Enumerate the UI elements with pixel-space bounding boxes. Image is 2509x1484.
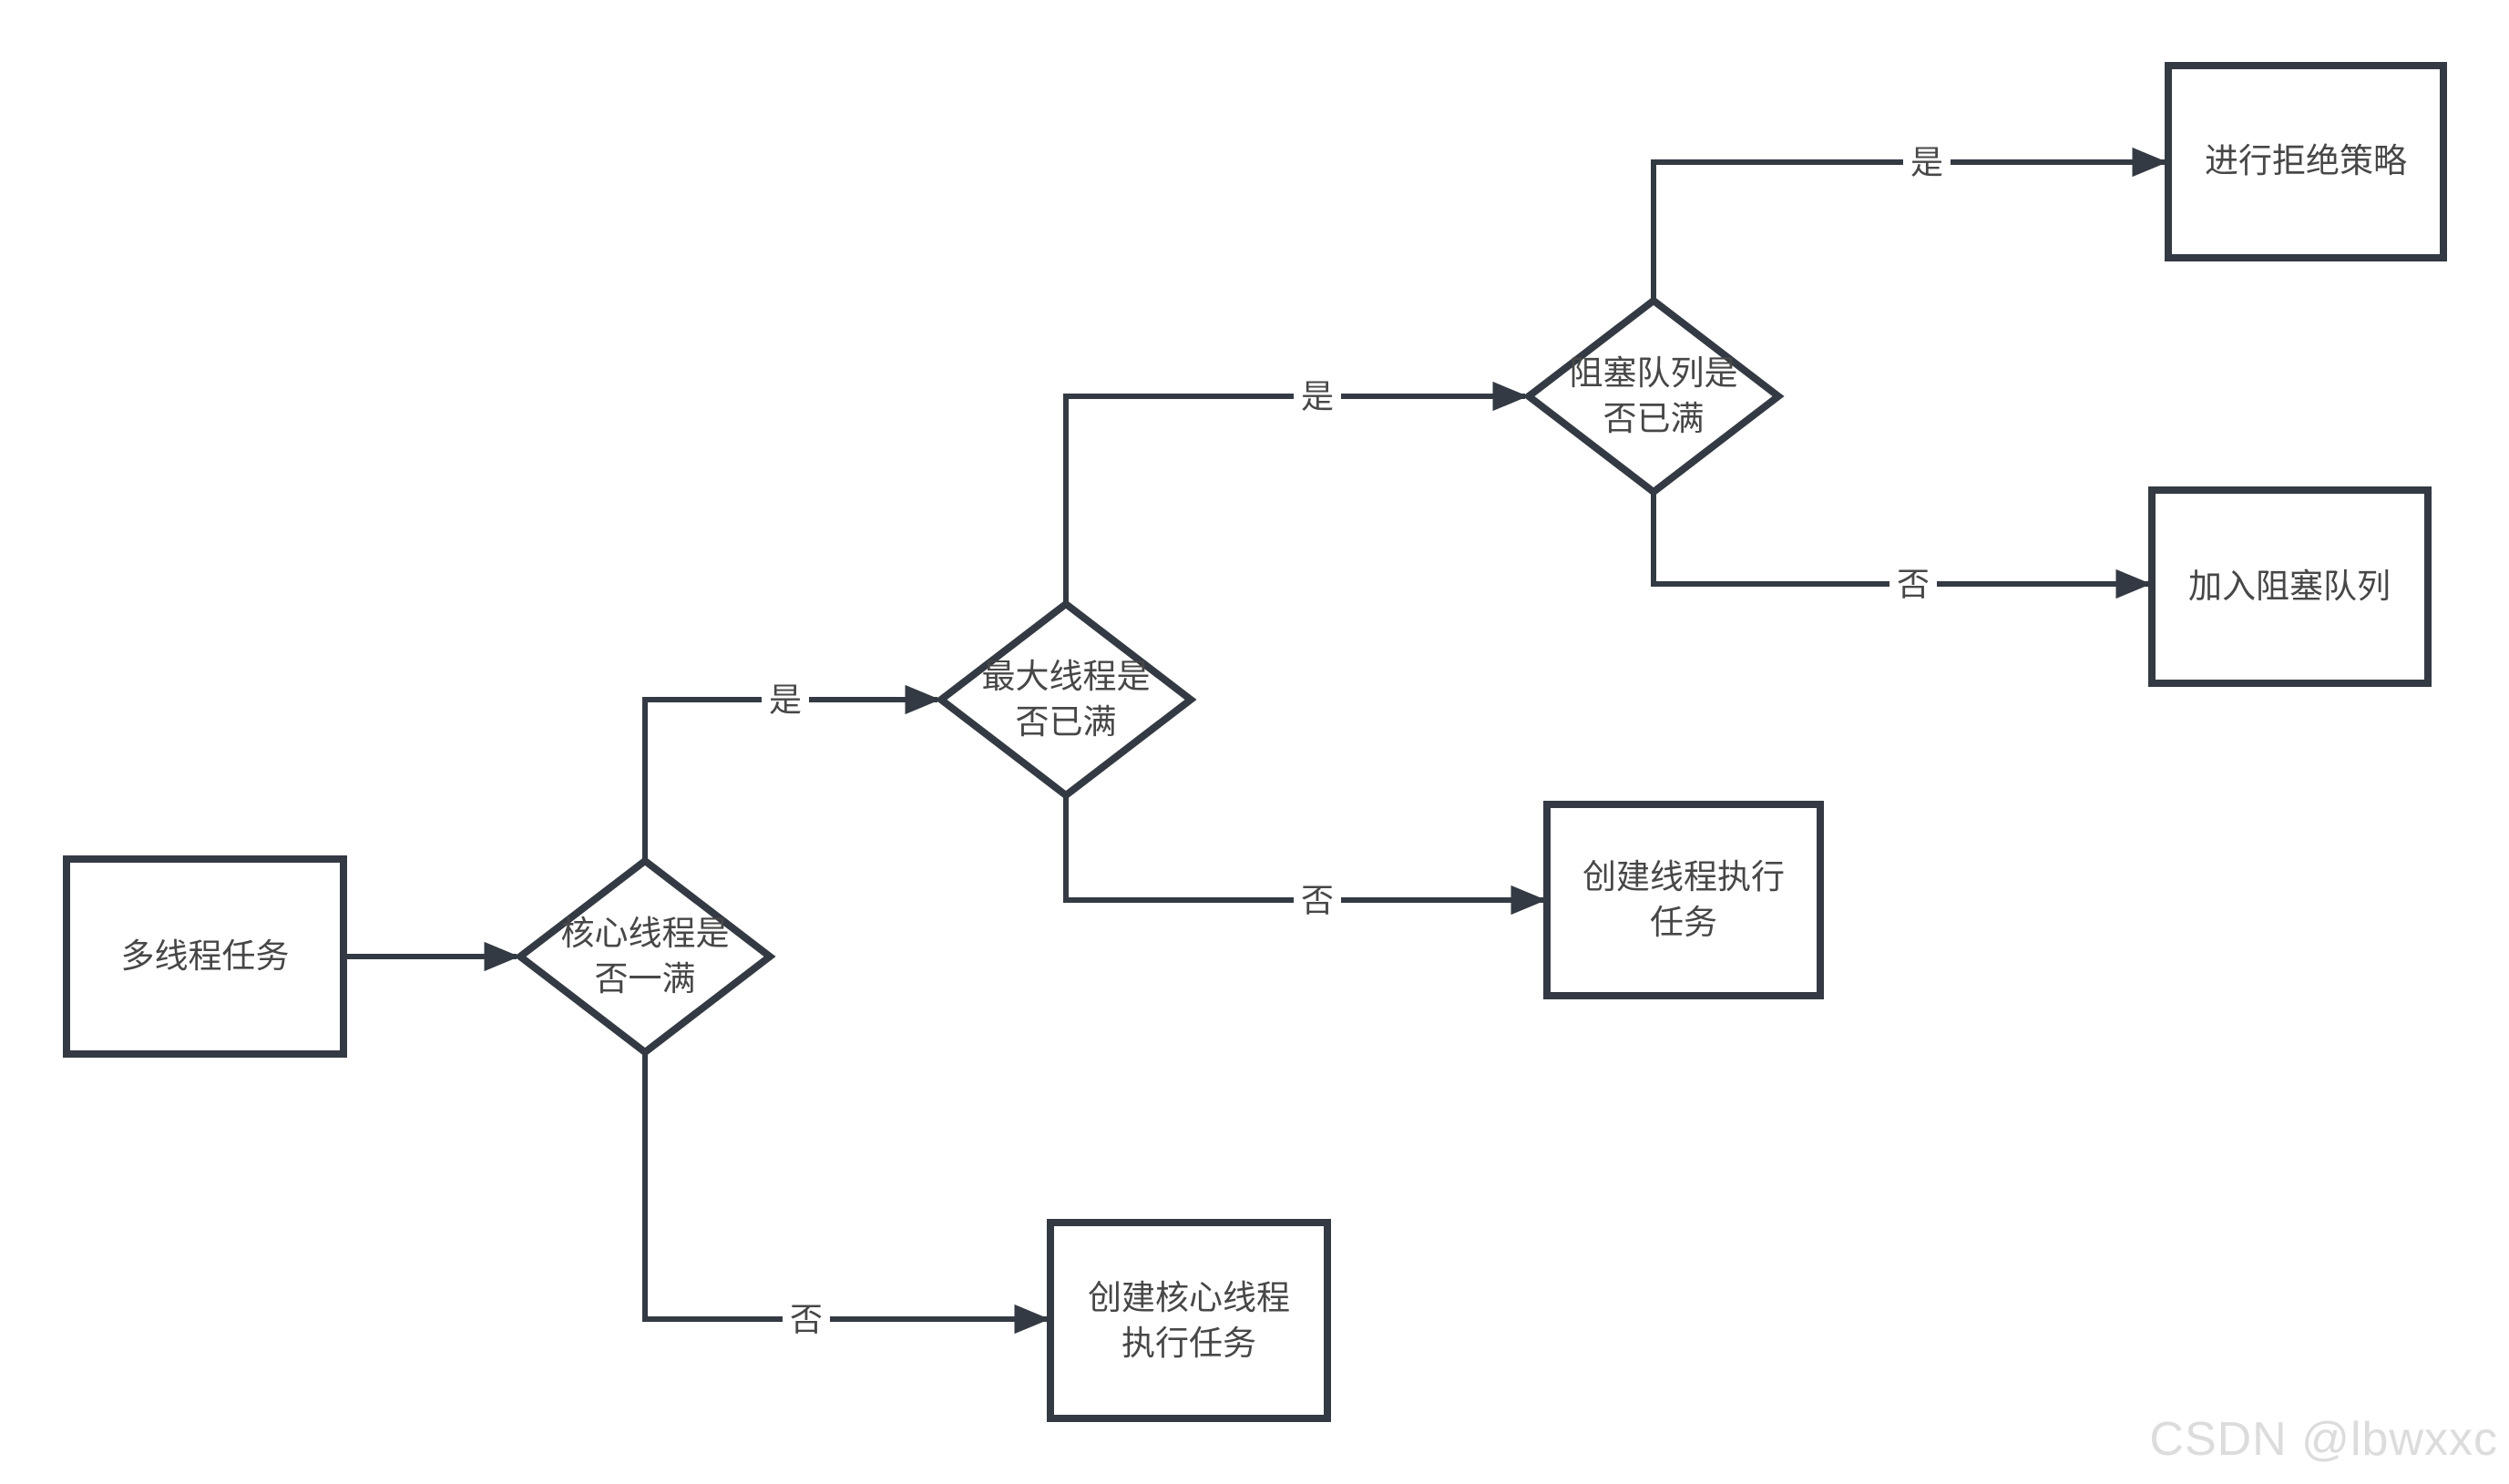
queue-full-decision-shape — [1522, 295, 1785, 497]
max-full-decision-shape — [935, 599, 1197, 801]
edge-max-no-to-create-thread — [1063, 795, 1547, 916]
start-node-shape — [63, 855, 347, 1058]
enqueue-node-label: 加入阻塞队列 — [2188, 568, 2391, 606]
reject-node-label: 进行拒绝策略 — [2205, 142, 2407, 180]
create-core-thread-node-shape — [1047, 1219, 1331, 1422]
edge-max-yes-to-queue-decision — [1063, 381, 1529, 604]
edge-queue-no-to-enqueue — [1651, 492, 2152, 599]
reject-node-shape — [2165, 62, 2447, 261]
edge-label-queue-yes: 是 — [1902, 143, 1951, 181]
edge-label-max-yes: 是 — [1293, 377, 1342, 415]
edge-label-queue-no: 否 — [1889, 565, 1938, 603]
create-thread-node-shape — [1543, 801, 1824, 999]
core-full-decision-label: 核心线程是 否一满 — [560, 915, 730, 998]
edge-label-core-yes: 是 — [761, 681, 810, 719]
create-core-thread-node-label: 创建核心线程 执行任务 — [1088, 1279, 1290, 1362]
edge-label-max-no: 否 — [1293, 881, 1342, 919]
create-thread-node-label: 创建线程执行 任务 — [1582, 858, 1785, 941]
edge-queue-yes-to-reject — [1651, 147, 2168, 301]
start-node-label: 多线程任务 — [120, 937, 290, 976]
queue-full-decision-label: 阻塞队列是 否已满 — [1569, 354, 1738, 437]
edge-core-yes-to-max-decision — [642, 684, 941, 861]
csdn-watermark: CSDN @lbwxxc — [2149, 1413, 2498, 1466]
enqueue-node-shape — [2148, 486, 2432, 687]
edge-core-no-to-create-core-thread — [642, 1052, 1050, 1335]
max-full-decision-label: 最大线程是 否已满 — [981, 658, 1151, 741]
core-full-decision-shape — [514, 855, 776, 1058]
edge-label-core-no: 否 — [782, 1300, 831, 1338]
